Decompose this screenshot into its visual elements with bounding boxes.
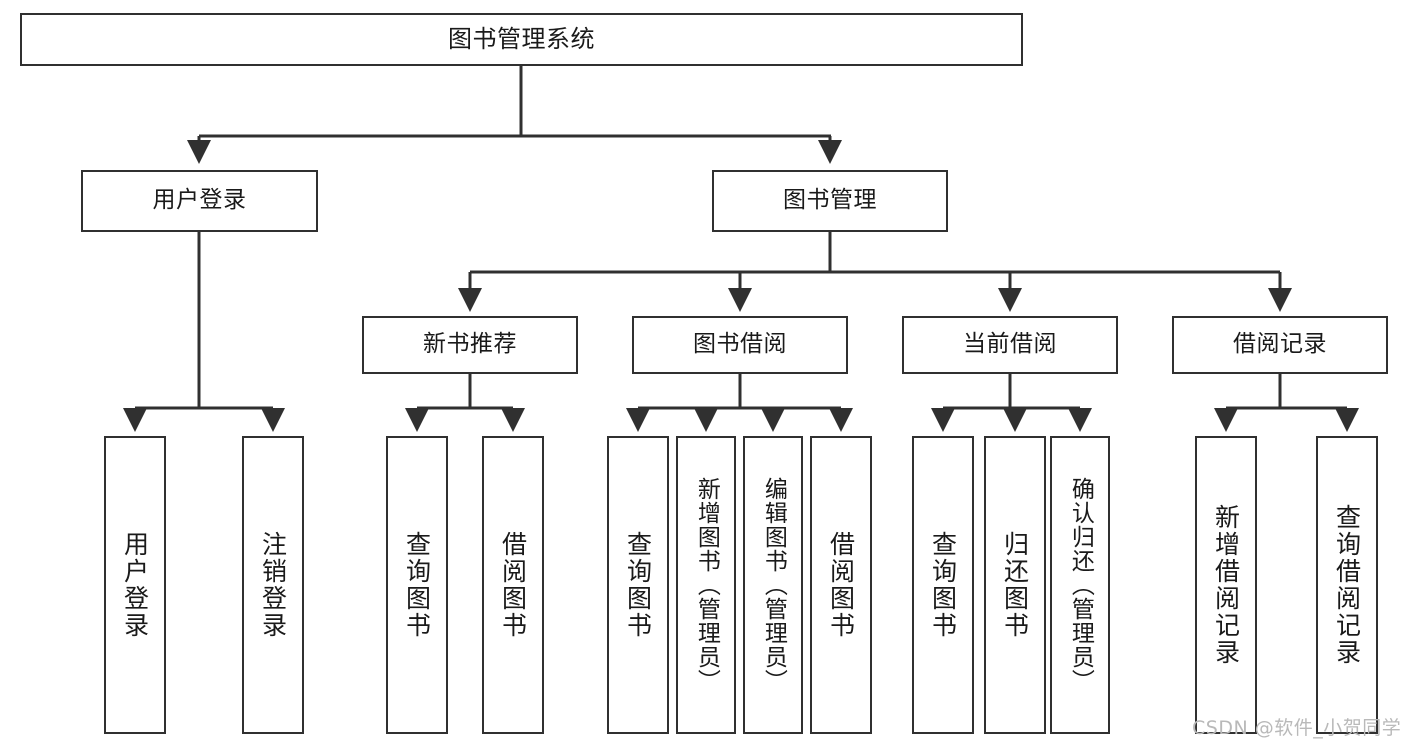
node-borrow-record[interactable]: 借阅记录 <box>1172 316 1388 374</box>
node-leaf-query-book-borrow-label: 查询图书 <box>623 531 653 639</box>
node-leaf-user-logout-label: 注销登录 <box>258 531 288 639</box>
node-leaf-user-logout[interactable]: 注销登录 <box>242 436 304 734</box>
node-leaf-query-book-recommend-label: 查询图书 <box>402 531 432 639</box>
node-leaf-query-book-current-label: 查询图书 <box>928 531 958 639</box>
node-leaf-borrow-book[interactable]: 借阅图书 <box>810 436 872 734</box>
node-leaf-return-book-label: 归还图书 <box>1000 531 1030 639</box>
node-leaf-borrow-book-recommend[interactable]: 借阅图书 <box>482 436 544 734</box>
node-leaf-edit-book-admin-label: 编辑图书（管理员） <box>760 477 787 693</box>
node-book-manage[interactable]: 图书管理 <box>712 170 948 232</box>
node-book-borrow[interactable]: 图书借阅 <box>632 316 848 374</box>
node-book-borrow-label: 图书借阅 <box>693 331 787 358</box>
node-root-label: 图书管理系统 <box>448 25 595 54</box>
node-leaf-add-book-admin[interactable]: 新增图书（管理员） <box>676 436 736 734</box>
node-leaf-return-book[interactable]: 归还图书 <box>984 436 1046 734</box>
node-leaf-borrow-book-recommend-label: 借阅图书 <box>498 531 528 639</box>
node-user-login-label: 用户登录 <box>152 187 247 214</box>
node-current-borrow[interactable]: 当前借阅 <box>902 316 1118 374</box>
node-leaf-add-borrow-record-label: 新增借阅记录 <box>1211 504 1241 666</box>
node-leaf-user-login[interactable]: 用户登录 <box>104 436 166 734</box>
node-book-manage-label: 图书管理 <box>783 187 877 214</box>
node-leaf-query-book-borrow[interactable]: 查询图书 <box>607 436 669 734</box>
node-borrow-record-label: 借阅记录 <box>1233 331 1327 358</box>
node-current-borrow-label: 当前借阅 <box>963 331 1057 358</box>
node-leaf-add-borrow-record[interactable]: 新增借阅记录 <box>1195 436 1257 734</box>
node-leaf-query-book-current[interactable]: 查询图书 <box>912 436 974 734</box>
node-leaf-confirm-return-admin-label: 确认归还（管理员） <box>1067 477 1094 693</box>
node-leaf-query-book-recommend[interactable]: 查询图书 <box>386 436 448 734</box>
node-leaf-user-login-label: 用户登录 <box>120 531 150 639</box>
node-new-book-recommend-label: 新书推荐 <box>423 331 517 358</box>
node-new-book-recommend[interactable]: 新书推荐 <box>362 316 578 374</box>
node-leaf-edit-book-admin[interactable]: 编辑图书（管理员） <box>743 436 803 734</box>
watermark-text: CSDN @软件_小贺同学 <box>1192 717 1402 739</box>
node-leaf-confirm-return-admin[interactable]: 确认归还（管理员） <box>1050 436 1110 734</box>
node-leaf-borrow-book-label: 借阅图书 <box>826 531 856 639</box>
node-leaf-query-borrow-record-label: 查询借阅记录 <box>1332 504 1362 666</box>
node-leaf-add-book-admin-label: 新增图书（管理员） <box>693 477 720 693</box>
node-root[interactable]: 图书管理系统 <box>20 13 1023 66</box>
node-user-login[interactable]: 用户登录 <box>81 170 318 232</box>
node-leaf-query-borrow-record[interactable]: 查询借阅记录 <box>1316 436 1378 734</box>
